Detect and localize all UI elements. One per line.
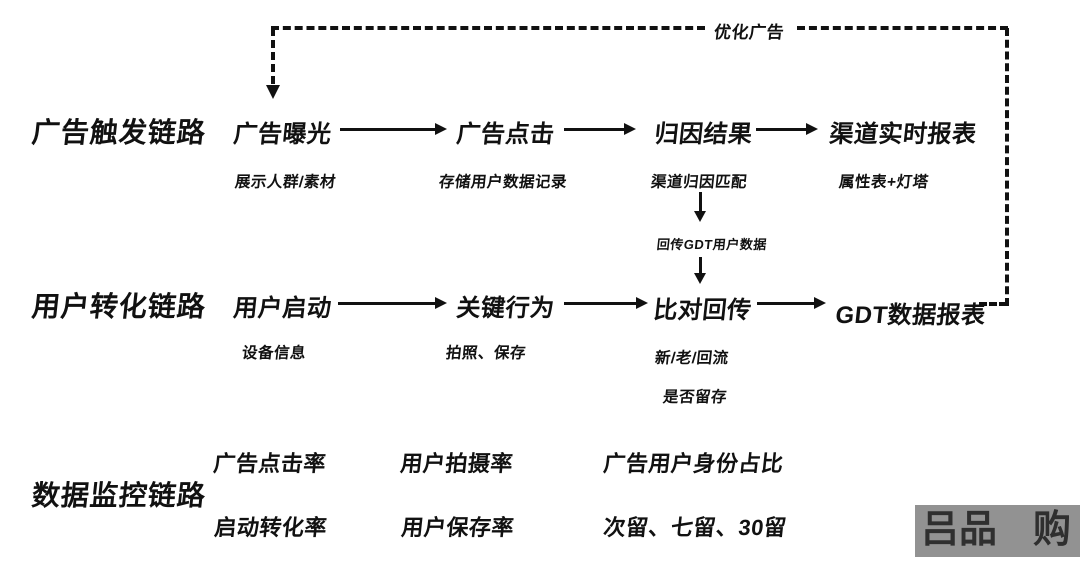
feedback-loop-right-line	[1005, 28, 1009, 306]
node-channel-realtime-report: 渠道实时报表	[828, 121, 978, 148]
arrow-right-icon	[564, 297, 648, 309]
arrow-right-icon	[338, 297, 447, 309]
sub-compare-callback-2: 是否留存	[662, 389, 728, 406]
sub-user-launch: 设备信息	[241, 345, 307, 362]
metric-ad-user-identity-share: 广告用户身份占比	[602, 451, 785, 476]
arrow-down-icon	[694, 192, 706, 222]
node-key-behavior: 关键行为	[455, 295, 556, 322]
sub-ad-click: 存储用户数据记录	[438, 174, 568, 191]
node-ad-click: 广告点击	[455, 121, 556, 148]
feedback-loop-top-line-right	[797, 26, 1008, 30]
metric-user-save-rate: 用户保存率	[400, 515, 516, 540]
sub-compare-callback-1: 新/老/回流	[654, 350, 730, 367]
metric-retention: 次留、七留、30留	[602, 515, 788, 540]
arrow-right-icon	[757, 297, 826, 309]
chain-label-data-monitoring: 数据监控链路	[30, 480, 208, 511]
node-attribution-result: 归因结果	[653, 121, 754, 148]
metric-ad-click-rate: 广告点击率	[212, 451, 328, 476]
chain-label-ad-trigger: 广告触发链路	[30, 117, 208, 148]
chain-label-user-conversion: 用户转化链路	[30, 291, 208, 322]
arrow-right-icon	[564, 123, 636, 135]
feedback-loop-bottom-connector	[979, 302, 1007, 306]
node-compare-callback: 比对回传	[652, 297, 753, 324]
node-ad-exposure: 广告曝光	[232, 121, 333, 148]
sub-attribution-result: 渠道归因匹配	[650, 174, 748, 191]
watermark: 吕品 购	[915, 505, 1080, 557]
feedback-loop-left-line	[271, 28, 275, 84]
watermark-text-left: 吕品	[921, 509, 998, 551]
arrow-down-icon	[694, 257, 706, 284]
metric-user-shoot-rate: 用户拍摄率	[399, 451, 515, 476]
feedback-loop-label: 优化广告	[713, 23, 786, 42]
arrow-right-icon	[756, 123, 818, 135]
arrow-right-icon	[340, 123, 447, 135]
sub-key-behavior: 拍照、保存	[445, 345, 527, 362]
feedback-loop-top-line-left	[271, 26, 705, 30]
metric-launch-conversion-rate: 启动转化率	[213, 515, 329, 540]
node-user-launch: 用户启动	[232, 295, 333, 322]
node-gdt-data-report: GDT数据报表	[834, 302, 988, 329]
sub-channel-realtime-report: 属性表+灯塔	[838, 174, 930, 191]
arrow-down-icon	[266, 85, 280, 99]
sub-ad-exposure: 展示人群/素材	[234, 174, 337, 191]
watermark-text-right: 购	[1033, 509, 1072, 551]
bridge-label-gdt-userdata: 回传GDT用户数据	[656, 237, 768, 252]
